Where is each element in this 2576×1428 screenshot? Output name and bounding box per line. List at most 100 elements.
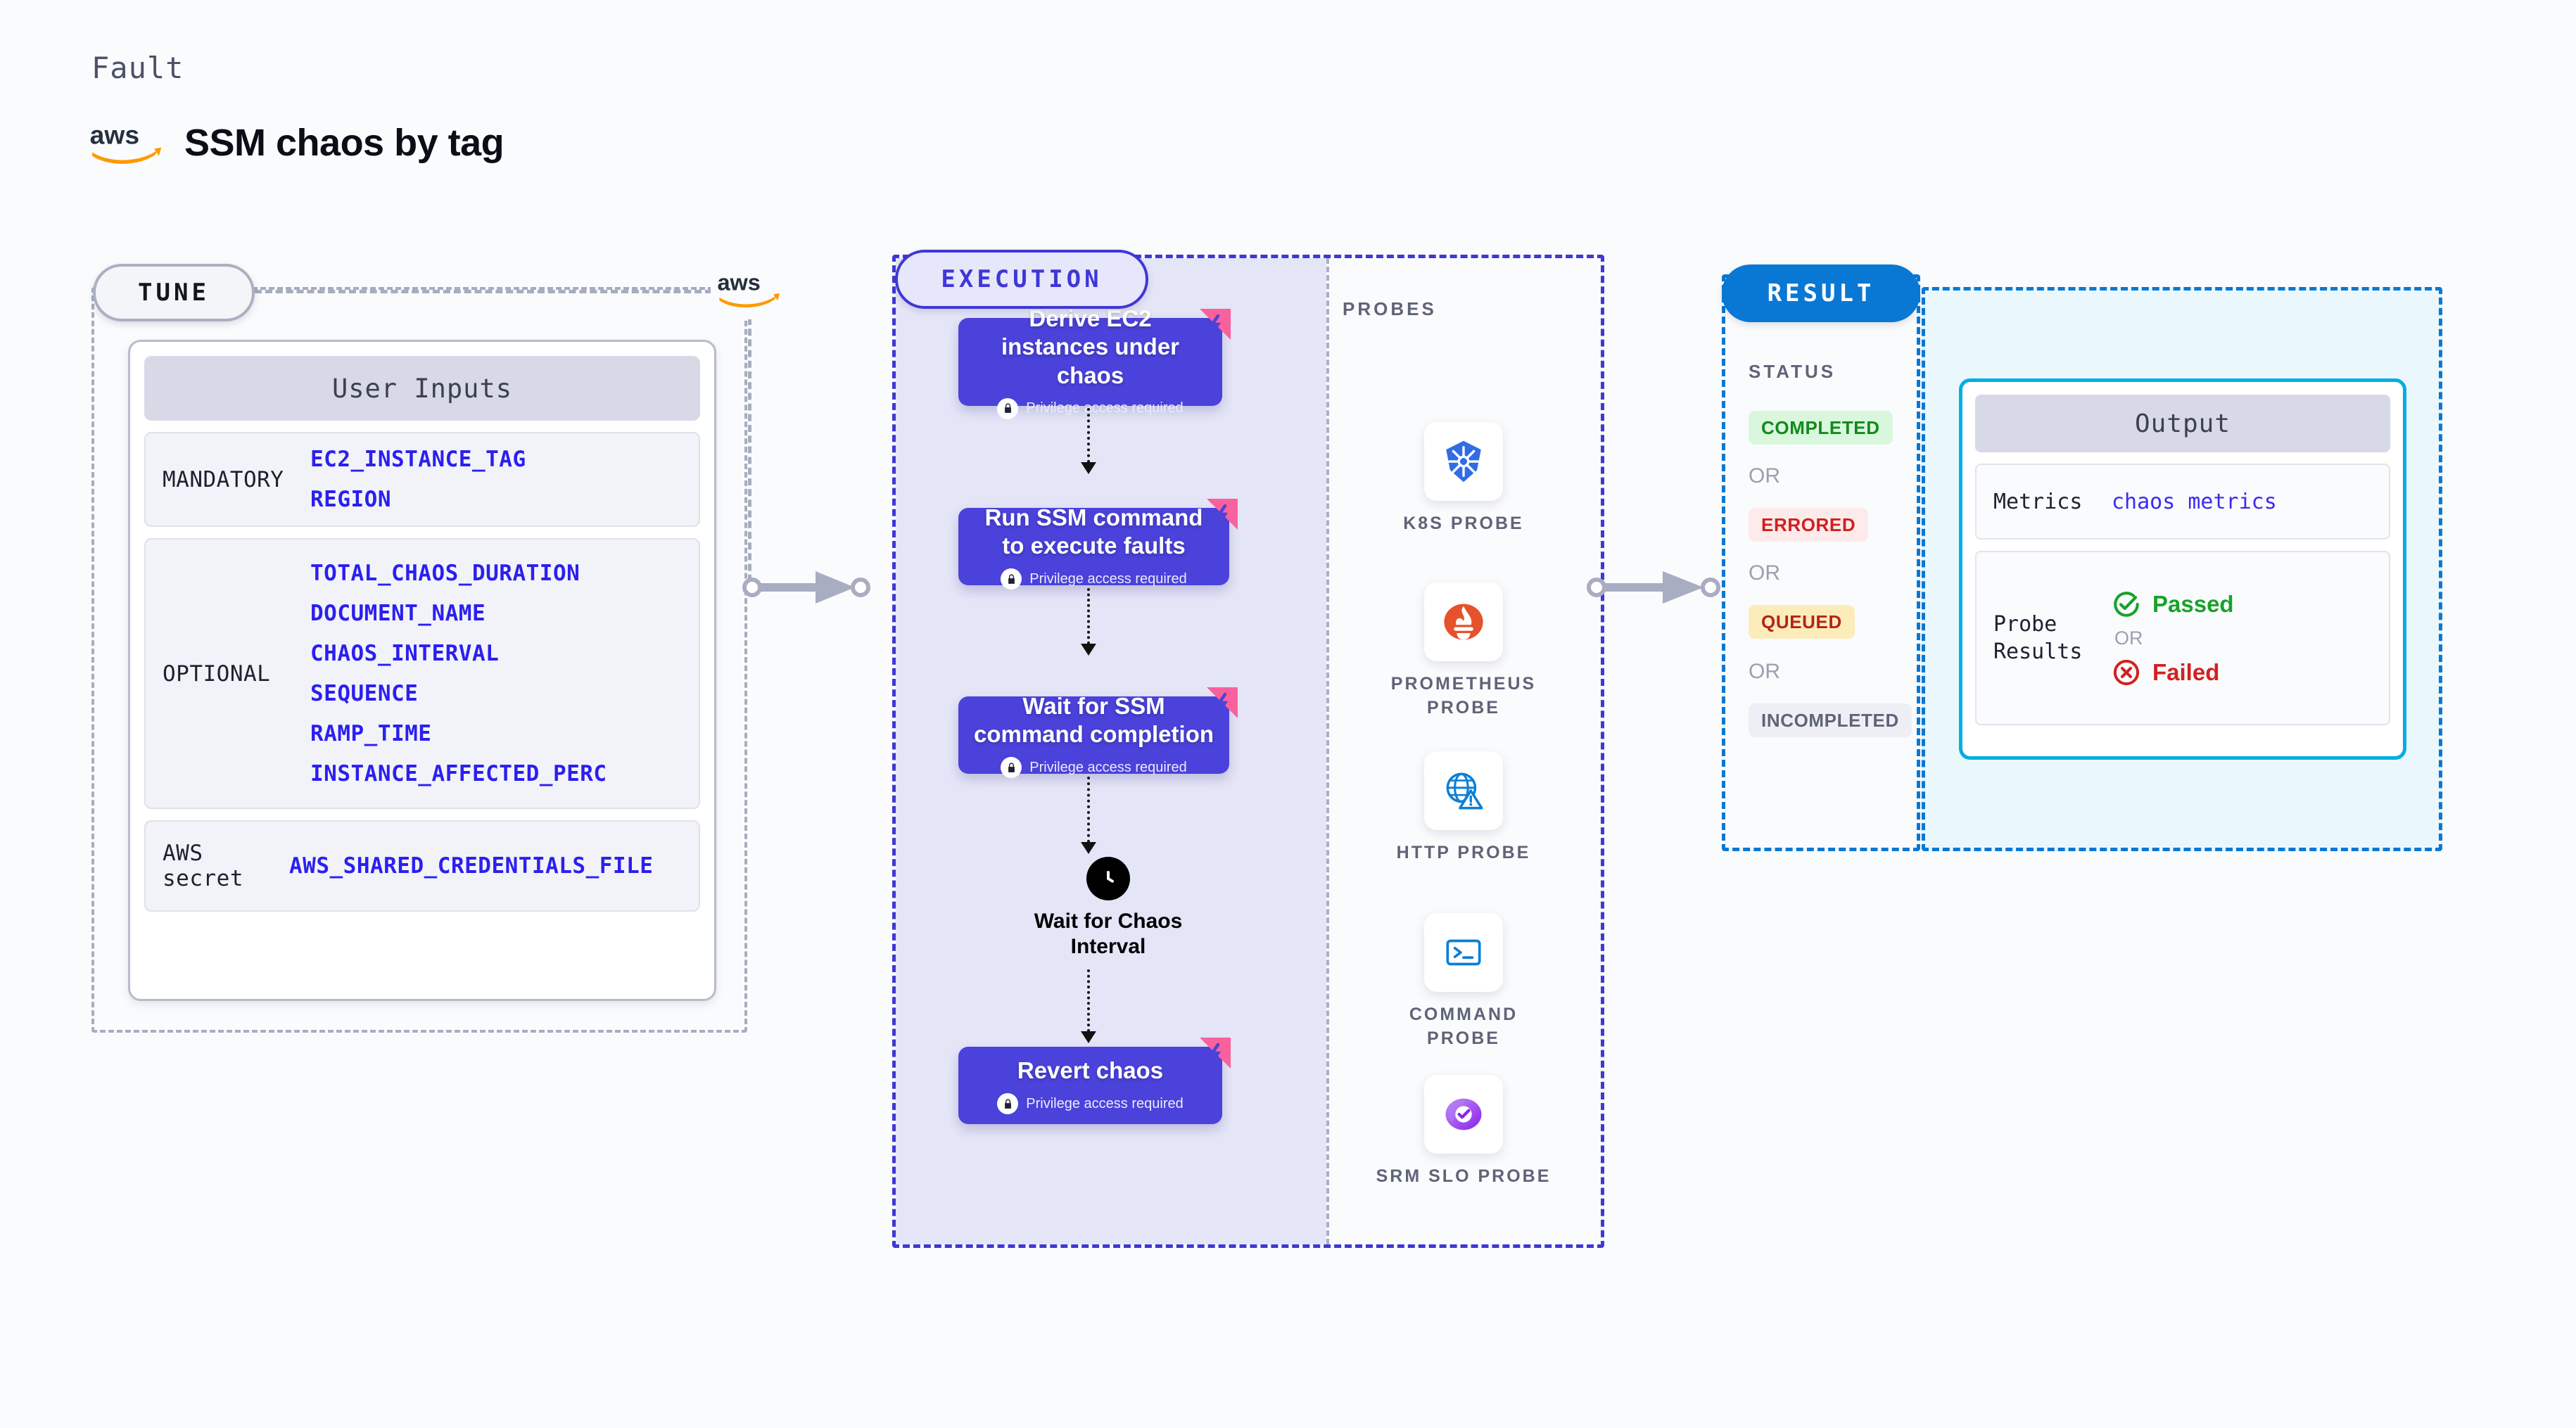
node-title: Run SSM command to execute faults bbox=[984, 504, 1203, 559]
node-title: Derive EC2 instances under chaos bbox=[1001, 305, 1180, 388]
aws-secret-label: AWS secret bbox=[163, 841, 243, 891]
srm-slo-icon bbox=[1424, 1075, 1503, 1154]
svg-text:aws: aws bbox=[90, 120, 139, 150]
metrics-value[interactable]: chaos metrics bbox=[2112, 489, 2277, 514]
param-region[interactable]: REGION bbox=[310, 487, 391, 512]
fault-kind-label: Fault bbox=[91, 51, 184, 85]
probe-result-passed: Passed bbox=[2112, 589, 2234, 619]
probe-results-values: Passed OR Failed bbox=[2112, 589, 2234, 687]
probe-result-failed: Failed bbox=[2112, 658, 2234, 687]
optional-param-group: OPTIONAL TOTAL_CHAOS_DURATION DOCUMENT_N… bbox=[144, 538, 700, 809]
execution-node-run-ssm-command[interactable]: Run SSM command to execute faults Privil… bbox=[958, 499, 1238, 590]
probe-label: PROMETHEUS PROBE bbox=[1390, 674, 1537, 718]
privilege-note: Privilege access required bbox=[1001, 568, 1187, 590]
wait-for-chaos-interval-node[interactable]: Wait for Chaos Interval bbox=[1024, 857, 1193, 960]
execution-probes-divider bbox=[1326, 258, 1329, 1244]
mandatory-var-list: EC2_INSTANCE_TAG REGION bbox=[310, 447, 526, 512]
clock-icon bbox=[1086, 857, 1130, 900]
flow-arrow-3 bbox=[1081, 777, 1096, 854]
probe-k8s[interactable]: K8S PROBE bbox=[1372, 422, 1555, 536]
mandatory-param-group: MANDATORY EC2_INSTANCE_TAG REGION bbox=[144, 432, 700, 527]
privilege-note-text: Privilege access required bbox=[1026, 400, 1184, 416]
execution-node-revert-chaos[interactable]: Revert chaos Privilege access required bbox=[958, 1038, 1231, 1124]
status-badge-completed: COMPLETED bbox=[1749, 411, 1893, 445]
privilege-note: Privilege access required bbox=[997, 1093, 1184, 1115]
aws-logo-icon-small: aws bbox=[717, 269, 780, 308]
result-status-panel bbox=[1722, 274, 1920, 851]
probe-http[interactable]: HTTP PROBE bbox=[1372, 751, 1555, 865]
node-title: Revert chaos bbox=[1017, 1057, 1164, 1083]
page-title-row: aws SSM chaos by tag bbox=[89, 118, 505, 167]
flow-arrow-1 bbox=[1081, 408, 1096, 474]
harness-badge-icon bbox=[1207, 499, 1238, 530]
param-chaos-interval[interactable]: CHAOS_INTERVAL bbox=[310, 641, 500, 666]
output-metrics-row: Metrics chaos metrics bbox=[1975, 464, 2390, 540]
status-or-2: OR bbox=[1749, 561, 1780, 585]
tune-badge: TUNE bbox=[93, 264, 255, 321]
aws-logo-icon: aws bbox=[90, 120, 162, 164]
flow-arrow-4 bbox=[1081, 969, 1096, 1043]
probe-label: COMMAND PROBE bbox=[1409, 1005, 1518, 1048]
tune-section-panel bbox=[91, 287, 747, 1033]
result-badge: RESULT bbox=[1722, 264, 1920, 322]
lock-icon bbox=[997, 397, 1019, 419]
harness-badge-icon bbox=[1200, 1038, 1231, 1069]
lock-icon bbox=[1001, 757, 1022, 779]
user-inputs-card: User Inputs MANDATORY EC2_INSTANCE_TAG R… bbox=[128, 340, 716, 1001]
wait-node-label: Wait for Chaos Interval bbox=[1034, 910, 1183, 958]
tune-to-aws-dotted-line bbox=[255, 290, 712, 293]
check-circle-icon bbox=[2114, 591, 2139, 617]
aws-secret-var-list: AWS_SHARED_CREDENTIALS_FILE bbox=[289, 853, 653, 879]
privilege-note: Privilege access required bbox=[997, 397, 1184, 419]
http-globe-icon bbox=[1424, 751, 1503, 830]
probe-results-label: Probe Results bbox=[1993, 612, 2083, 664]
status-or-3: OR bbox=[1749, 660, 1780, 683]
status-badge-errored: ERRORED bbox=[1749, 508, 1869, 542]
probe-prometheus[interactable]: PROMETHEUS PROBE bbox=[1372, 582, 1555, 720]
probe-result-or: OR bbox=[2114, 627, 2143, 649]
node-title: Wait for SSM command completion bbox=[973, 692, 1214, 747]
aws-secret-group: AWS secret AWS_SHARED_CREDENTIALS_FILE bbox=[144, 820, 700, 912]
probes-title: PROBES bbox=[1343, 298, 1437, 319]
param-ramp-time[interactable]: RAMP_TIME bbox=[310, 721, 432, 746]
probe-srm-slo[interactable]: SRM SLO PROBE bbox=[1372, 1075, 1555, 1189]
output-title: Output bbox=[1975, 395, 2390, 452]
output-card: Output Metrics chaos metrics Probe Resul… bbox=[1959, 378, 2406, 760]
status-badge-incompleted: INCOMPLETED bbox=[1749, 703, 1912, 737]
prometheus-icon bbox=[1424, 582, 1503, 661]
execution-node-wait-ssm-completion[interactable]: Wait for SSM command completion Privileg… bbox=[958, 687, 1238, 779]
privilege-note-text: Privilege access required bbox=[1029, 570, 1187, 587]
param-total-chaos-duration[interactable]: TOTAL_CHAOS_DURATION bbox=[310, 561, 580, 586]
harness-badge-icon bbox=[1200, 309, 1231, 340]
status-or-1: OR bbox=[1749, 464, 1780, 487]
passed-label: Passed bbox=[2152, 590, 2234, 617]
user-inputs-title: User Inputs bbox=[144, 356, 700, 421]
probe-label: HTTP PROBE bbox=[1396, 843, 1531, 862]
lock-icon bbox=[1001, 568, 1022, 590]
privilege-note: Privilege access required bbox=[1001, 757, 1187, 779]
execution-node-derive-ec2[interactable]: Derive EC2 instances under chaos Privile… bbox=[958, 305, 1231, 419]
aws-dotted-drop-line bbox=[748, 318, 751, 592]
param-aws-shared-credentials-file[interactable]: AWS_SHARED_CREDENTIALS_FILE bbox=[289, 853, 654, 879]
privilege-note-text: Privilege access required bbox=[1026, 1095, 1184, 1111]
tune-to-execution-connector bbox=[742, 571, 870, 604]
harness-badge-icon bbox=[1207, 687, 1238, 718]
privilege-note-text: Privilege access required bbox=[1029, 759, 1187, 775]
optional-var-list: TOTAL_CHAOS_DURATION DOCUMENT_NAME CHAOS… bbox=[310, 561, 607, 786]
status-badge-queued: QUEUED bbox=[1749, 605, 1855, 639]
param-document-name[interactable]: DOCUMENT_NAME bbox=[310, 601, 486, 626]
page-title: SSM chaos by tag bbox=[184, 122, 505, 164]
param-sequence[interactable]: SEQUENCE bbox=[310, 681, 419, 706]
metrics-label: Metrics bbox=[1993, 489, 2083, 514]
failed-label: Failed bbox=[2152, 658, 2220, 685]
execution-to-result-connector bbox=[1587, 571, 1720, 604]
x-circle-icon bbox=[2113, 659, 2140, 685]
aws-logo-badge: aws bbox=[711, 259, 789, 319]
optional-label: OPTIONAL bbox=[163, 661, 271, 687]
param-instance-affected-perc[interactable]: INSTANCE_AFFECTED_PERC bbox=[310, 761, 607, 786]
param-ec2-instance-tag[interactable]: EC2_INSTANCE_TAG bbox=[310, 447, 526, 472]
probe-command[interactable]: COMMAND PROBE bbox=[1372, 913, 1555, 1051]
kubernetes-icon bbox=[1424, 422, 1503, 501]
svg-text:aws: aws bbox=[717, 269, 760, 295]
